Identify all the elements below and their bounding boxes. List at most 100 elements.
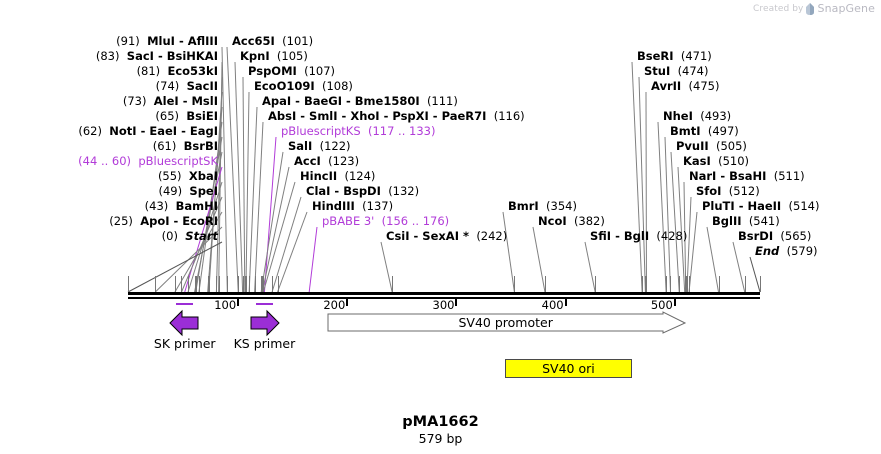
- site-position: (107): [304, 64, 336, 78]
- name-separator: -: [409, 229, 423, 243]
- site-label-ncoi[interactable]: NcoI (382): [538, 215, 605, 228]
- site-position: (124): [344, 169, 376, 183]
- site-name: AvrII: [651, 79, 682, 93]
- site-label-hincii[interactable]: HincII (124): [300, 170, 375, 183]
- site-label-sfii[interactable]: SfiI - BglI (428): [590, 230, 687, 243]
- site-name: BseRI: [637, 49, 674, 63]
- site-label-sacii[interactable]: (74) SacII: [156, 80, 218, 93]
- site-label-start[interactable]: (0) Start: [162, 230, 218, 243]
- primer-arrow-left[interactable]: [168, 308, 202, 338]
- site-name: ClaI: [306, 184, 331, 198]
- site-label-acc65i[interactable]: Acc65I (101): [232, 35, 313, 48]
- site-name: HincII: [300, 169, 338, 183]
- site-position: (81): [136, 64, 161, 78]
- name-separator: -: [342, 94, 355, 108]
- site-label-nhei[interactable]: NheI (493): [663, 110, 731, 123]
- site-name: PaeR7I: [441, 109, 487, 123]
- site-label-bsiei[interactable]: (65) BsiEI: [155, 110, 218, 123]
- ruler-tick: [564, 299, 567, 306]
- ruler-label: 300: [432, 298, 455, 312]
- site-name: AflIII: [187, 34, 218, 48]
- site-label-pspomi[interactable]: PspOMI (107): [248, 65, 335, 78]
- name-separator: -: [153, 49, 167, 63]
- site-name: BspDI: [343, 184, 381, 198]
- ori-box[interactable]: SV40 ori: [504, 359, 633, 378]
- site-label-sali[interactable]: SalI (122): [288, 140, 351, 153]
- site-position: (122): [319, 139, 351, 153]
- site-label-pbluescriptsk[interactable]: (44 .. 60) pBluescriptSK: [78, 155, 218, 168]
- site-position: (156 .. 176): [381, 214, 450, 228]
- site-label-clai[interactable]: ClaI - BspDI (132): [306, 185, 419, 198]
- site-label-saci[interactable]: (83) SacI - BsiHKAI: [96, 50, 218, 63]
- name-separator: -: [716, 169, 730, 183]
- site-label-csii[interactable]: CsiI - SexAI * (242): [386, 230, 507, 243]
- ruler-tick: [346, 299, 349, 306]
- site-label-kasi[interactable]: KasI (510): [683, 155, 749, 168]
- site-label-hindiii[interactable]: HindIII (137): [312, 200, 393, 213]
- ruler-label: 500: [650, 298, 673, 312]
- watermark-brand: SnapGene: [817, 2, 875, 15]
- site-label-pvuii[interactable]: PvuII (505): [676, 140, 747, 153]
- site-label-bsrdi[interactable]: BsrDI (565): [738, 230, 811, 243]
- site-label-sfoi[interactable]: SfoI (512): [696, 185, 760, 198]
- site-tick: [174, 276, 176, 292]
- site-label-bsrbi[interactable]: (61) BsrBI: [153, 140, 218, 153]
- backbone-line-bottom: [128, 297, 760, 299]
- site-name: pBABE 3': [322, 214, 375, 228]
- site-tick: [392, 276, 394, 292]
- backbone-line-top: [128, 292, 760, 295]
- site-name: BsrBI: [183, 139, 218, 153]
- site-position: (474): [677, 64, 709, 78]
- site-label-apoi[interactable]: (25) ApoI - EcoRI: [109, 215, 218, 228]
- site-name: End: [755, 244, 780, 258]
- site-name: PspXI: [392, 109, 429, 123]
- site-name: SacII: [186, 79, 218, 93]
- site-tick: [262, 276, 264, 292]
- site-label-bamhi[interactable]: (43) BamHI: [145, 200, 218, 213]
- site-tick: [760, 276, 761, 292]
- site-position: (44 .. 60): [78, 154, 132, 168]
- site-label-apai[interactable]: ApaI - BaeGI - Bme1580I (111): [262, 95, 458, 108]
- site-label-bglii[interactable]: BglII (541): [712, 215, 780, 228]
- sequence-length: 579 bp: [418, 431, 463, 446]
- site-name: SacI: [126, 49, 154, 63]
- site-label-avrii[interactable]: AvrII (475): [651, 80, 719, 93]
- promoter-label: SV40 promoter: [458, 315, 553, 330]
- site-name: ApoI: [140, 214, 170, 228]
- site-name: AbsI: [268, 109, 297, 123]
- site-label-pbabe3[interactable]: pBABE 3' (156 .. 176): [322, 215, 449, 228]
- site-label-eco53ki[interactable]: (81) Eco53kI: [137, 65, 218, 78]
- site-name: KasI: [683, 154, 711, 168]
- site-label-nari[interactable]: NarI - BsaHI (511): [689, 170, 805, 183]
- site-label-absi[interactable]: AbsI - SmlI - XhoI - PspXI - PaeR7I (116…: [268, 110, 525, 123]
- primer-bar[interactable]: [255, 303, 274, 305]
- site-label-bmri[interactable]: BmrI (354): [508, 200, 577, 213]
- site-label-pbluescriptks[interactable]: pBluescriptKS (117 .. 133): [281, 125, 435, 138]
- primer-bar[interactable]: [176, 303, 194, 305]
- site-tick: [544, 276, 546, 292]
- site-label-mlui[interactable]: (91) MluI - AflIII: [116, 35, 218, 48]
- site-tick: [254, 276, 256, 292]
- site-name: pBluescriptSK: [138, 154, 218, 168]
- site-tick: [188, 276, 190, 292]
- site-label-stui[interactable]: StuI (474): [644, 65, 709, 78]
- site-name: BsiEI: [186, 109, 218, 123]
- site-label-acci[interactable]: AccI (123): [294, 155, 359, 168]
- site-label-xbai[interactable]: (55) XbaI: [158, 170, 218, 183]
- site-label-pluti[interactable]: PluTI - HaeII (514): [702, 200, 819, 213]
- site-label-ecoo109i[interactable]: EcoO109I (108): [254, 80, 353, 93]
- site-tick: [642, 276, 644, 292]
- site-position: (123): [328, 154, 360, 168]
- primer-arrow-right[interactable]: [247, 308, 281, 338]
- site-position: (242): [476, 229, 508, 243]
- site-label-bmti[interactable]: BmtI (497): [670, 125, 739, 138]
- site-tick: [198, 276, 200, 292]
- promoter-arrow[interactable]: [327, 311, 687, 335]
- site-label-bseri[interactable]: BseRI (471): [637, 50, 712, 63]
- site-label-noti[interactable]: (62) NotI - EaeI - EagI: [78, 125, 218, 138]
- site-label-end[interactable]: End (579): [755, 245, 818, 258]
- site-label-alei[interactable]: (73) AleI - MslI: [123, 95, 218, 108]
- site-label-spei[interactable]: (49) SpeI: [158, 185, 218, 198]
- site-label-kpni[interactable]: KpnI (105): [240, 50, 308, 63]
- site-position: (116): [493, 109, 525, 123]
